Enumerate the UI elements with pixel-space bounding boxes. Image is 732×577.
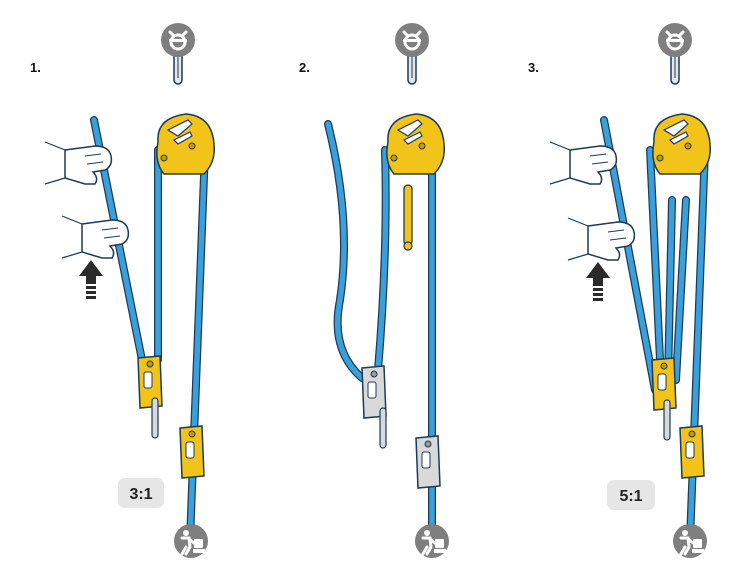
step-1-panel: 1. 3:1: [30, 21, 216, 560]
pulley-icon: [156, 113, 216, 175]
step-2-number: 2.: [299, 60, 310, 75]
ratio-badge: 5:1: [607, 480, 655, 510]
rope-grab-icon: [179, 425, 205, 479]
step-3-panel: 3. 5:1: [528, 21, 712, 560]
load-person-icon: [671, 522, 709, 560]
step-1-number: 1.: [30, 60, 41, 75]
carabiner-icon: [663, 399, 671, 441]
hand-icon: [44, 141, 113, 185]
pulley-icon: [386, 113, 446, 175]
anchor-icon: [159, 21, 197, 59]
hand-icon: [549, 141, 618, 185]
rope-grab-icon: [415, 435, 441, 489]
anchor-icon: [656, 21, 694, 59]
rope: [324, 120, 436, 544]
carabiner-icon: [151, 397, 159, 439]
pulley-icon: [652, 113, 712, 175]
carabiner-icon: [379, 407, 387, 449]
step-3-number: 3.: [528, 60, 539, 75]
rope-grab-icon: [679, 425, 705, 479]
hand-icon: [567, 217, 636, 261]
load-person-icon: [413, 522, 451, 560]
ratio-label: 3:1: [129, 486, 152, 503]
pull-arrow-icon: [586, 262, 610, 301]
ratio-label: 5:1: [619, 488, 642, 505]
ratio-badge: 3:1: [118, 478, 164, 508]
pull-arrow-icon: [79, 260, 103, 299]
step-2-panel: 2.: [299, 21, 451, 560]
anchor-icon: [393, 21, 431, 59]
hanging-carabiner-icon: [403, 184, 413, 251]
load-person-icon: [172, 522, 210, 560]
